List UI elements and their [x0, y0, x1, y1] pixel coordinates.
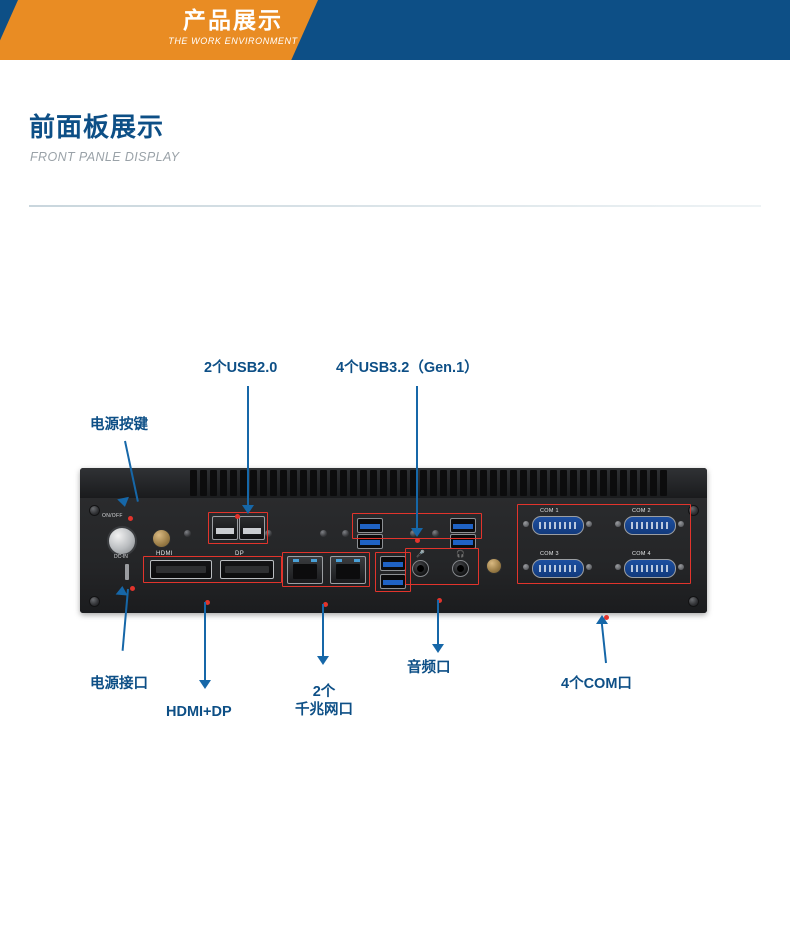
chassis-screw — [688, 596, 699, 607]
dp-port — [220, 560, 274, 579]
panel-screw — [184, 530, 191, 537]
highlight-audio — [405, 548, 479, 585]
annotation-hdmi-dp: HDMI+DP — [166, 704, 232, 720]
panel-screw — [320, 530, 327, 537]
headphone-jack — [452, 560, 469, 577]
highlight-lan — [282, 552, 370, 587]
heatsink-fins — [190, 470, 670, 496]
com-screw — [586, 564, 592, 570]
com-screw — [615, 521, 621, 527]
banner-subtitle: THE WORK ENVIRONMENT — [168, 36, 298, 46]
annotation-lan: 2个 千兆网口 — [290, 683, 358, 719]
power-button[interactable] — [107, 526, 137, 556]
usb2-port-2 — [239, 516, 265, 540]
marker-power-button — [128, 516, 133, 521]
chassis-screw — [89, 596, 100, 607]
com-screw — [678, 521, 684, 527]
com-screw — [523, 564, 529, 570]
annotation-usb2: 2个USB2.0 — [204, 360, 278, 376]
marker-power-jack — [130, 586, 135, 591]
com-port-label: COM 2 — [632, 508, 651, 514]
chassis-screw — [688, 505, 699, 516]
highlight-com — [517, 504, 691, 584]
headphone-icon: 🎧 — [456, 551, 465, 558]
usb3-port-2 — [357, 534, 383, 549]
lan-port-1 — [287, 556, 323, 584]
section-subtitle: FRONT PANLE DISPLAY — [30, 150, 180, 164]
mic-icon: 🎤 — [416, 551, 425, 558]
highlight-hdmi-dp — [143, 556, 282, 583]
com-screw — [586, 521, 592, 527]
marker-usb2 — [235, 514, 240, 519]
hdmi-label: HDMI — [156, 551, 173, 557]
antenna-connector — [152, 529, 171, 548]
antenna-connector-2 — [486, 558, 502, 574]
hdmi-port — [150, 560, 212, 579]
highlight-usb3-bottom — [375, 552, 411, 592]
page-header-banner: 产品展示 THE WORK ENVIRONMENT — [0, 0, 790, 60]
marker-lan — [323, 602, 328, 607]
usb3-port-1 — [357, 518, 383, 533]
annotation-lan-line2: 千兆网口 — [295, 702, 353, 718]
com-screw — [523, 521, 529, 527]
com-port-label: COM 1 — [540, 508, 559, 514]
marker-hdmi-dp — [205, 600, 210, 605]
banner-text-block: 产品展示 THE WORK ENVIRONMENT — [113, 6, 353, 47]
lan-port-2 — [330, 556, 366, 584]
device-front-panel-image: ON/OFF DC-IN HDMI DP 🎤 🎧 COM 1 COM 2 — [80, 468, 707, 613]
dp-label: DP — [235, 551, 245, 557]
com-screw — [615, 564, 621, 570]
com-screw — [678, 564, 684, 570]
section-divider — [29, 205, 761, 207]
chassis-body — [80, 498, 707, 613]
chassis-screw — [89, 505, 100, 516]
panel-screw — [265, 530, 272, 537]
panel-screw — [432, 530, 439, 537]
annotation-power-jack: 电源接口 — [90, 676, 148, 692]
usb2-port-1 — [212, 516, 238, 540]
panel-screw — [342, 530, 349, 537]
annotation-lan-line1: 2个 — [312, 684, 336, 700]
power-button-label: ON/OFF — [102, 513, 123, 519]
banner-title: 产品展示 — [183, 7, 283, 33]
highlight-usb2 — [208, 512, 268, 544]
annotation-com: 4个COM口 — [561, 676, 632, 692]
usb3-port-3 — [450, 518, 476, 533]
com-port-label: COM 3 — [540, 551, 559, 557]
dc-in-label: DC-IN — [114, 554, 128, 560]
section-title: 前面板展示 — [29, 112, 165, 142]
dc-in-jack — [120, 564, 134, 580]
annotation-usb3: 4个USB3.2（Gen.1） — [336, 360, 479, 376]
annotation-audio: 音频口 — [407, 660, 451, 676]
marker-audio — [437, 598, 442, 603]
com-port-label: COM 4 — [632, 551, 651, 557]
mic-jack — [412, 560, 429, 577]
marker-usb3 — [415, 538, 420, 543]
annotation-power-button: 电源按键 — [90, 417, 148, 433]
